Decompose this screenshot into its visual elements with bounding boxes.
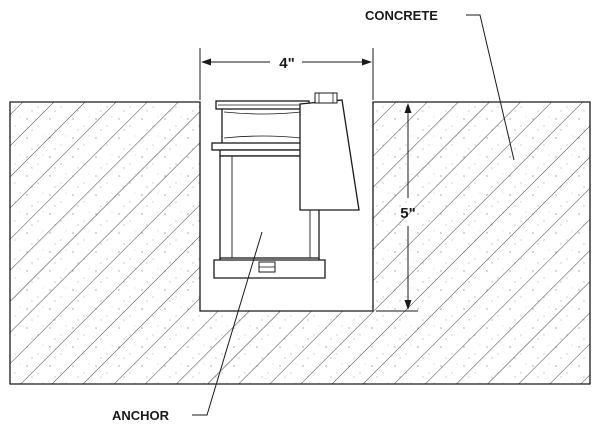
concrete-label: CONCRETE [365, 8, 438, 23]
depth-dimension [376, 101, 418, 312]
width-dimension-label: 4" [279, 55, 294, 72]
anchor [211, 92, 360, 279]
anchor-label: ANCHOR [112, 408, 170, 423]
concrete-leader [466, 14, 515, 161]
width-dimension [199, 48, 374, 100]
anchor-leader [192, 231, 263, 416]
depth-dimension-label: 5" [400, 205, 415, 222]
